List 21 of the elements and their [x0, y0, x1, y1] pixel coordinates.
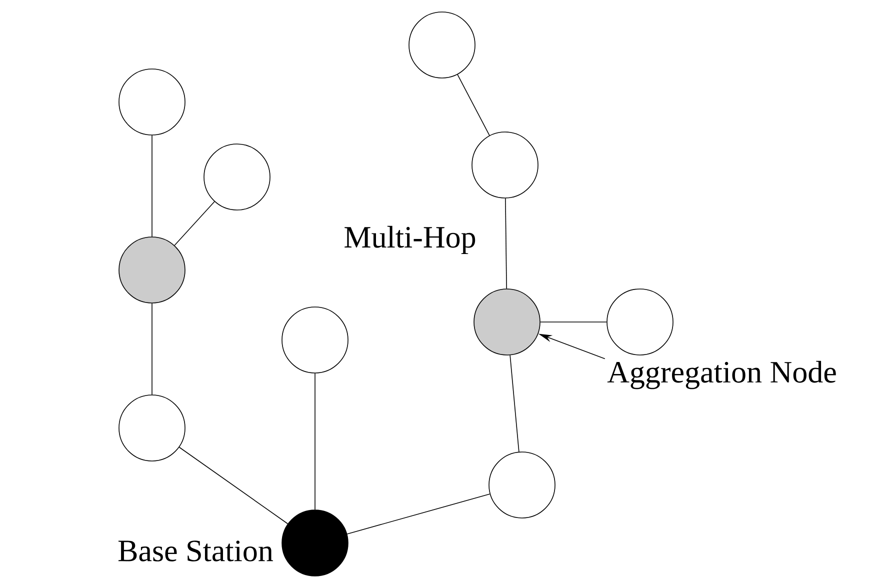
node-caption: Base Station — [118, 540, 273, 562]
link-line — [178, 446, 288, 524]
network-node — [118, 394, 186, 462]
link-line — [174, 201, 215, 246]
link-line — [510, 354, 520, 452]
link-line — [346, 494, 490, 534]
network-node — [606, 288, 674, 356]
network-node — [408, 12, 476, 78]
node-label: Aggregation Node — [607, 360, 836, 390]
network-node — [204, 144, 270, 210]
network-node — [472, 132, 538, 198]
link-line — [314, 373, 316, 510]
network-node — [282, 306, 348, 374]
network-node — [282, 510, 348, 576]
network-node — [118, 236, 186, 304]
link-line — [457, 74, 490, 136]
network-node — [474, 288, 540, 356]
network-node — [118, 68, 186, 136]
network-node — [488, 452, 556, 518]
link-line — [505, 198, 507, 289]
network-label: Multi-Hop — [344, 226, 476, 254]
